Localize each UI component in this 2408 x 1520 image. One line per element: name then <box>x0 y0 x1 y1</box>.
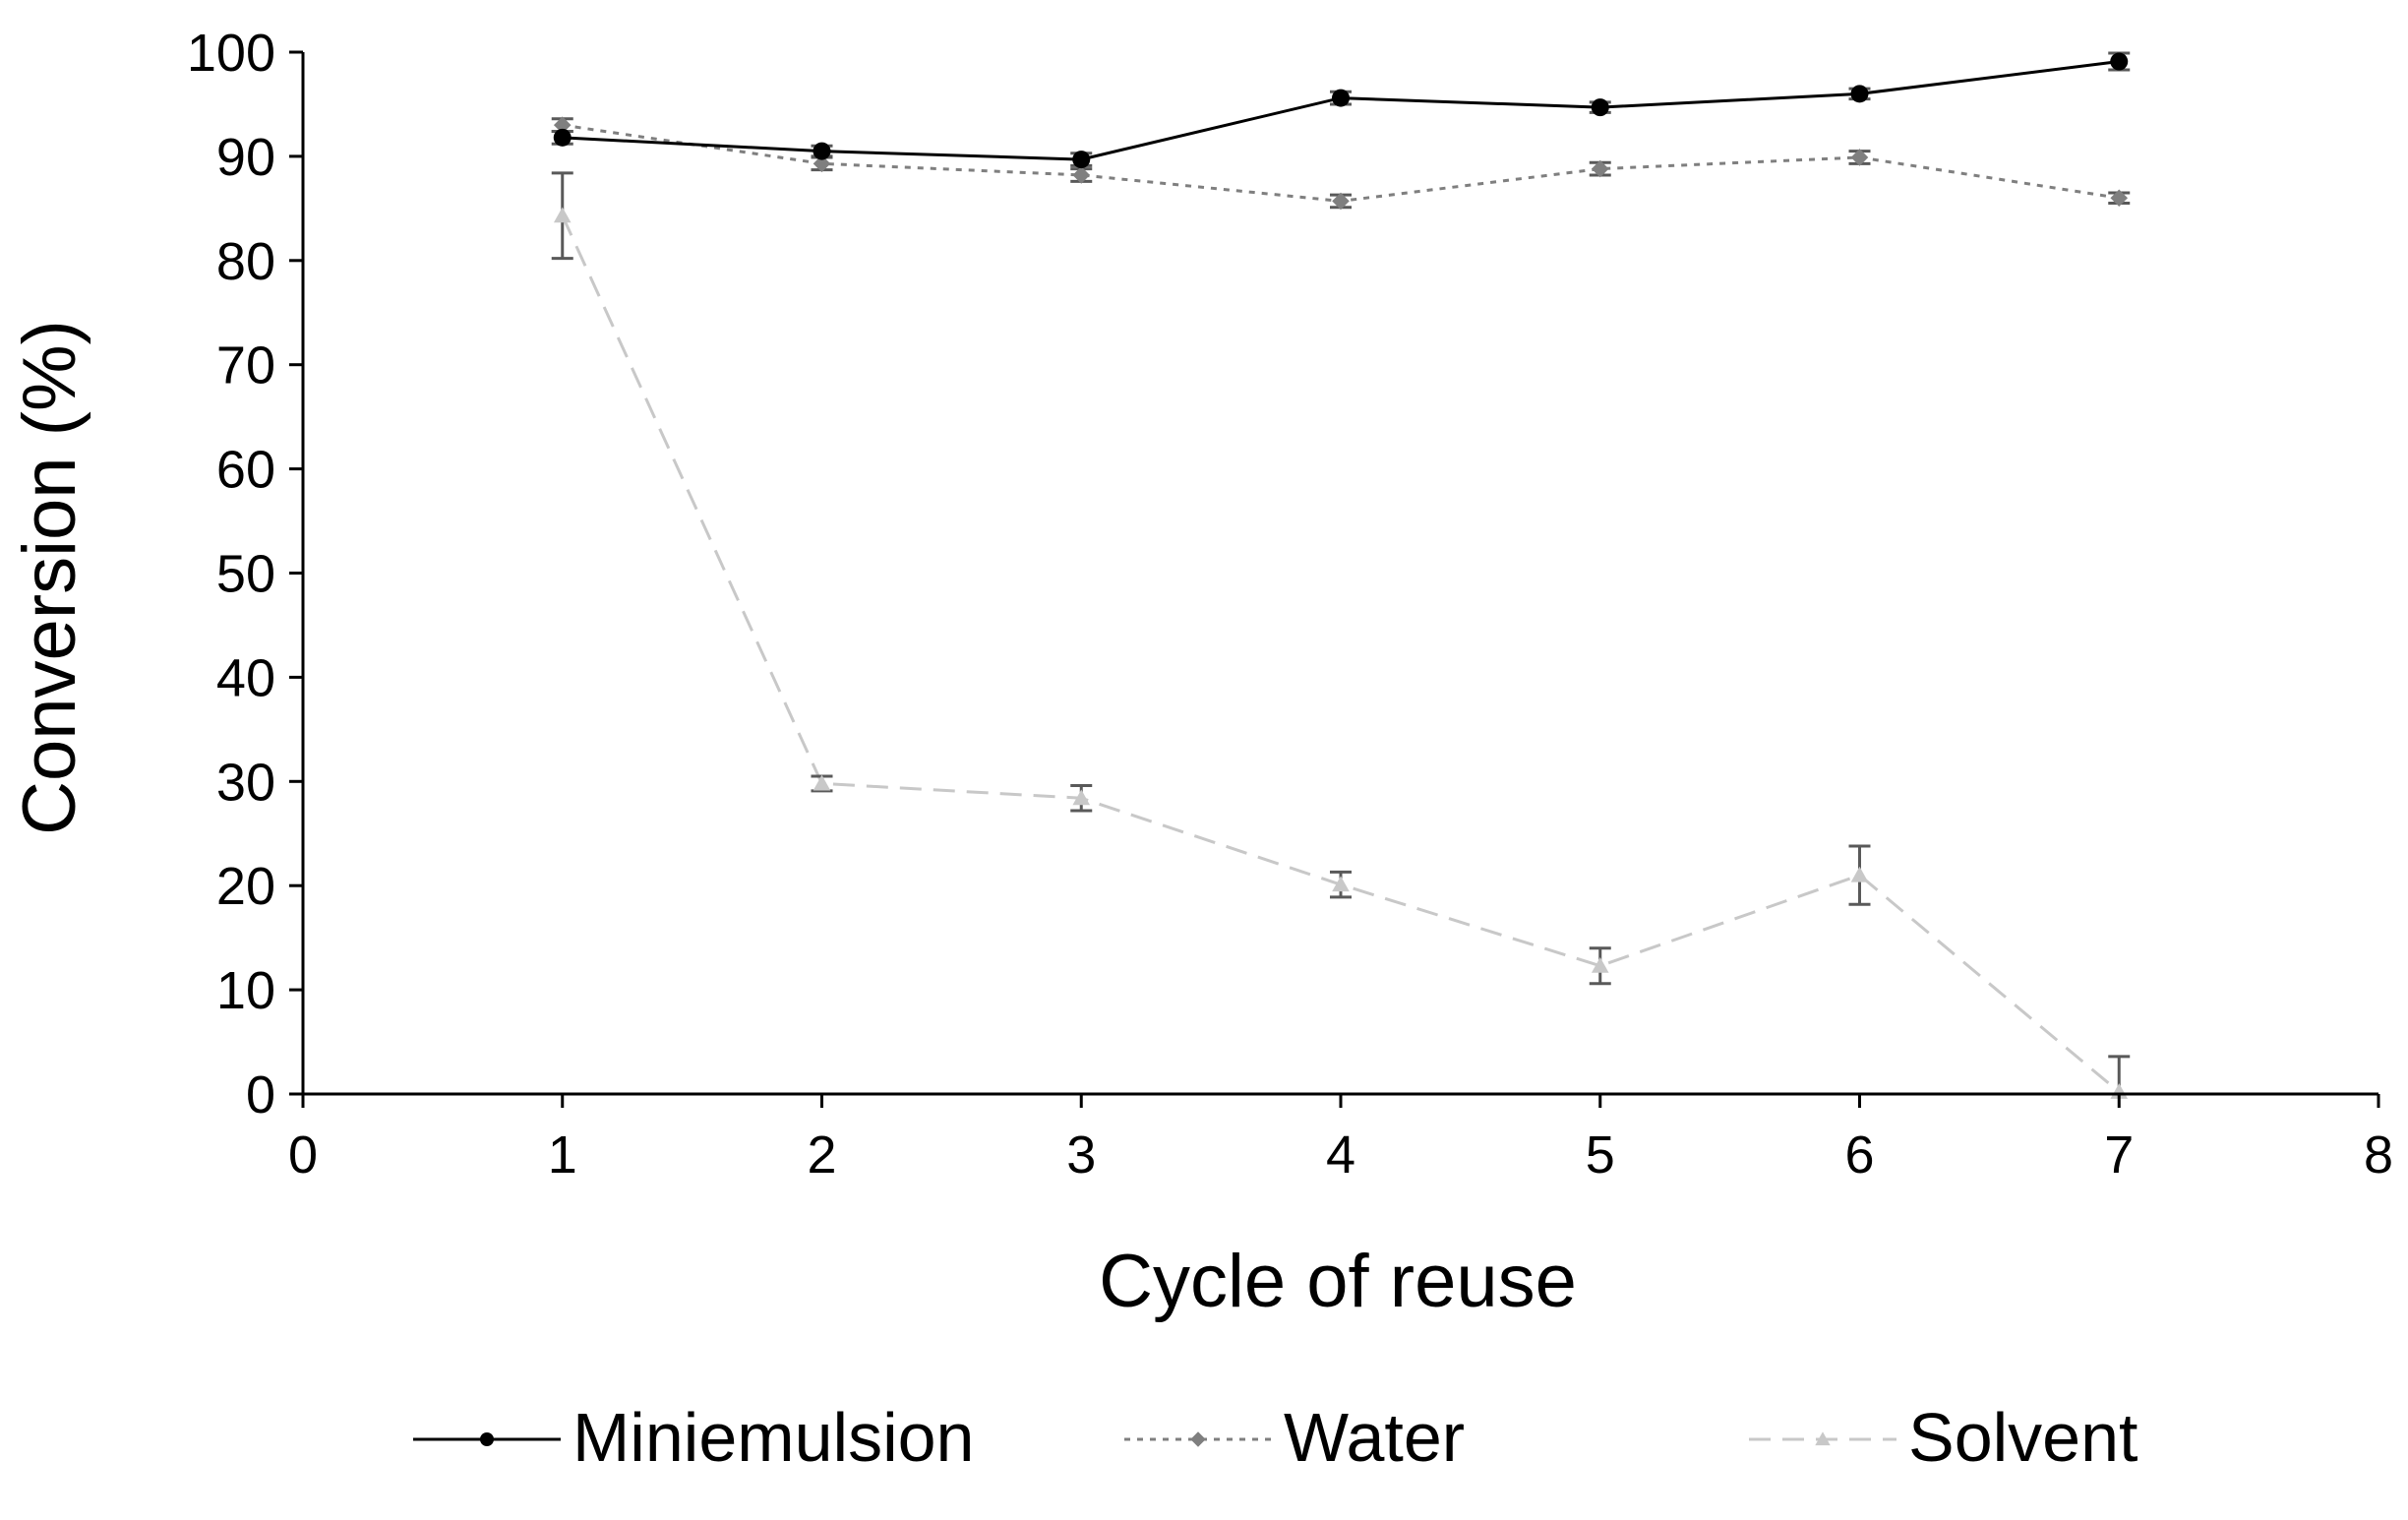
x-tick-label: 8 <box>2364 1125 2393 1185</box>
x-tick-label: 2 <box>807 1125 836 1185</box>
data-point <box>553 116 572 134</box>
y-tick-label: 30 <box>216 753 275 812</box>
series-water <box>551 116 2131 211</box>
x-tick-label: 1 <box>548 1125 577 1185</box>
data-point <box>1591 956 1609 973</box>
legend-label: Solvent <box>1908 1399 2137 1476</box>
series-line <box>562 123 2120 203</box>
x-tick-label: 0 <box>288 1125 318 1185</box>
y-tick-label: 0 <box>246 1065 275 1125</box>
data-point <box>2110 189 2129 208</box>
y-tick-label: 90 <box>216 128 275 187</box>
y-tick-label: 50 <box>216 545 275 604</box>
series-line <box>561 214 2121 1094</box>
legend-swatch-marker <box>1815 1431 1831 1446</box>
legend-swatch-marker <box>480 1432 494 1446</box>
series-solvent <box>551 171 2131 1099</box>
tick-labels-layer: 0 10 20 30 40 50 60 70 80 90 100 0 1 2 3 4 5 6 7 8 <box>187 24 2393 1185</box>
y-tick-label: 40 <box>216 648 275 707</box>
data-point <box>1591 98 1609 117</box>
legend-item-miniemulsion: Miniemulsion <box>413 1399 974 1476</box>
y-tick-label: 70 <box>216 336 275 395</box>
data-point <box>553 128 572 147</box>
axes-layer <box>289 50 2380 1108</box>
legend-swatch-marker <box>1190 1431 1206 1447</box>
data-point <box>1072 151 1091 169</box>
data-point <box>813 154 831 173</box>
x-tick-label: 4 <box>1326 1125 1355 1185</box>
data-point <box>1332 192 1350 211</box>
y-axis-title: Conversion (%) <box>8 320 91 835</box>
y-tick-label: 20 <box>216 857 275 916</box>
data-point <box>1332 876 1350 892</box>
x-tick-label: 7 <box>2104 1125 2134 1185</box>
series-layer <box>551 51 2131 1099</box>
x-tick-label: 5 <box>1586 1125 1615 1185</box>
data-point <box>1850 149 1869 166</box>
data-point <box>1072 789 1091 806</box>
series-line <box>562 60 2120 161</box>
data-point <box>553 207 572 223</box>
y-tick-label: 60 <box>216 441 275 500</box>
series-miniemulsion <box>551 51 2131 169</box>
data-point <box>1850 85 1869 103</box>
y-tick-label: 10 <box>216 961 275 1020</box>
x-axis-title: Cycle of reuse <box>1099 1240 1577 1323</box>
data-point <box>813 774 831 791</box>
data-point <box>1850 866 1869 882</box>
legend-item-solvent: Solvent <box>1749 1399 2137 1476</box>
legend-item-water: Water <box>1124 1399 1465 1476</box>
data-point <box>2110 52 2129 71</box>
x-tick-label: 6 <box>1844 1125 1874 1185</box>
y-tick-label: 100 <box>187 24 275 83</box>
x-tick-label: 3 <box>1066 1125 1096 1185</box>
legend: Miniemulsion Water Solvent <box>413 1399 2137 1476</box>
y-tick-label: 80 <box>216 232 275 291</box>
data-point <box>1072 166 1091 184</box>
legend-label: Water <box>1284 1399 1465 1476</box>
legend-label: Miniemulsion <box>572 1399 974 1476</box>
data-point <box>813 142 831 160</box>
data-point <box>1591 159 1609 178</box>
data-point <box>1332 89 1350 107</box>
